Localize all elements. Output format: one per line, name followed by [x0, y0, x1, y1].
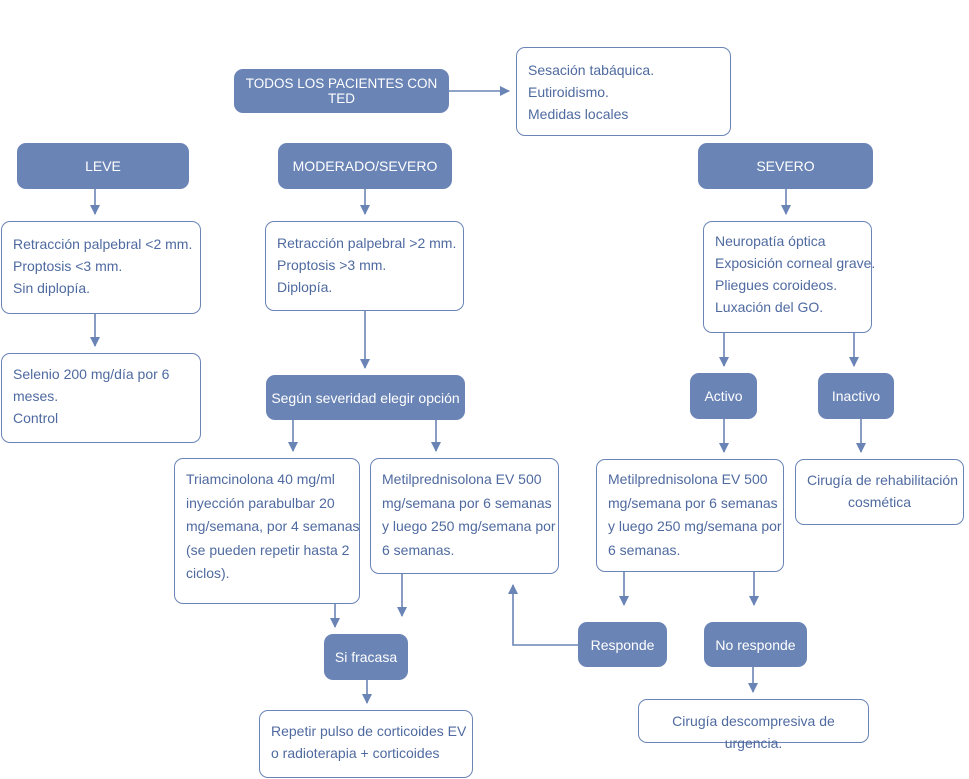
metil-activo-line-1: Metilprednisolona EV 500: [608, 471, 768, 487]
node-si-fracasa: Si fracasa: [324, 634, 408, 680]
node-metil-activo: Metilprednisolona EV 500 mg/semana por 6…: [596, 459, 784, 572]
moderado-criteria-line-2: Proptosis >3 mm.: [277, 257, 387, 273]
node-no-responde: No responde: [704, 622, 807, 667]
moderado-criteria-line-1: Retracción palpebral >2 mm.: [277, 235, 457, 251]
severo-criteria-line-1: Neuropatía óptica: [715, 233, 826, 249]
leve-criteria-line-1: Retracción palpebral <2 mm.: [13, 236, 193, 252]
general-measures-line-1: Sesación tabáquica.: [528, 62, 655, 78]
repetir-line-2: o radioterapia + corticoides: [271, 745, 440, 761]
triamcinolona-line-2: inyección parabulbar 20: [186, 494, 335, 511]
cirugia-rehab-line-1: Cirugía de rehabilitación: [807, 472, 958, 488]
node-repetir: Repetir pulso de corticoides EV o radiot…: [259, 710, 473, 778]
moderado-criteria-line-3: Diplopía.: [277, 279, 333, 295]
metil-activo-line-4: 6 semanas.: [608, 541, 681, 558]
leve-criteria-line-3: Sin diplopía.: [13, 280, 91, 296]
triamcinolona-line-5: ciclos).: [186, 565, 230, 581]
leve-treatment-line-1: Selenio 200 mg/día por 6: [13, 366, 170, 382]
node-choose-option: Según severidad elegir opción: [266, 375, 465, 420]
node-cirugia-urgencia: Cirugía descompresiva de urgencia.: [638, 699, 869, 751]
leve-treatment-line-2: meses.: [13, 388, 59, 404]
metil-moderado-line-1: Metilprednisolona EV 500: [382, 471, 542, 487]
metil-moderado-line-4: 6 semanas.: [382, 541, 455, 558]
leve-treatment-line-3: Control: [13, 410, 59, 426]
node-moderado-severo: MODERADO/SEVERO: [278, 143, 452, 189]
triamcinolona-line-1: Triamcinolona 40 mg/ml: [186, 471, 335, 487]
general-measures-line-3: Medidas locales: [528, 106, 629, 122]
node-moderado-criteria: Retracción palpebral >2 mm. Proptosis >3…: [265, 221, 464, 311]
general-measures-line-2: Eutiroidismo.: [528, 84, 609, 100]
node-leve-treatment: Selenio 200 mg/día por 6 meses. Control: [1, 353, 201, 443]
node-metil-moderado: Metilprednisolona EV 500 mg/semana por 6…: [370, 458, 559, 574]
severo-criteria-line-4: Luxación del GO.: [715, 299, 824, 315]
node-responde: Responde: [578, 622, 667, 667]
node-general-measures: Sesación tabáquica. Eutiroidismo. Medida…: [516, 47, 731, 136]
severo-criteria-line-2: Exposición corneal grave.: [715, 255, 876, 271]
triamcinolona-line-3: mg/semana, por 4 semanas: [186, 518, 360, 534]
triamcinolona-line-4: (se pueden repetir hasta 2: [186, 541, 350, 558]
metil-moderado-line-3: y luego 250 mg/semana por: [382, 518, 556, 534]
severo-criteria-line-3: Pliegues coroideos.: [715, 277, 838, 293]
node-triamcinolona: Triamcinolona 40 mg/ml inyección parabul…: [174, 458, 360, 604]
node-inactivo: Inactivo: [818, 373, 894, 419]
node-severo-criteria: Neuropatía óptica Exposición corneal gra…: [703, 221, 876, 333]
node-leve-criteria: Retracción palpebral <2 mm. Proptosis <3…: [1, 221, 201, 314]
metil-activo-line-3: y luego 250 mg/semana por: [608, 518, 782, 534]
leve-criteria-line-2: Proptosis <3 mm.: [13, 258, 123, 274]
metil-moderado-line-2: mg/semana por 6 semanas: [382, 494, 552, 511]
node-severo: SEVERO: [698, 143, 873, 189]
node-leve: LEVE: [17, 143, 189, 189]
metil-activo-line-2: mg/semana por 6 semanas: [608, 494, 778, 511]
arrow-responde-to-metil-moderado: [508, 584, 578, 646]
node-activo: Activo: [690, 373, 757, 419]
repetir-line-1: Repetir pulso de corticoides EV: [271, 723, 467, 739]
node-cirugia-rehab: Cirugía de rehabilitación cosmética: [795, 459, 964, 525]
node-all-patients: TODOS LOS PACIENTES CON TED: [234, 69, 449, 113]
cirugia-rehab-line-2: cosmética: [847, 494, 912, 510]
